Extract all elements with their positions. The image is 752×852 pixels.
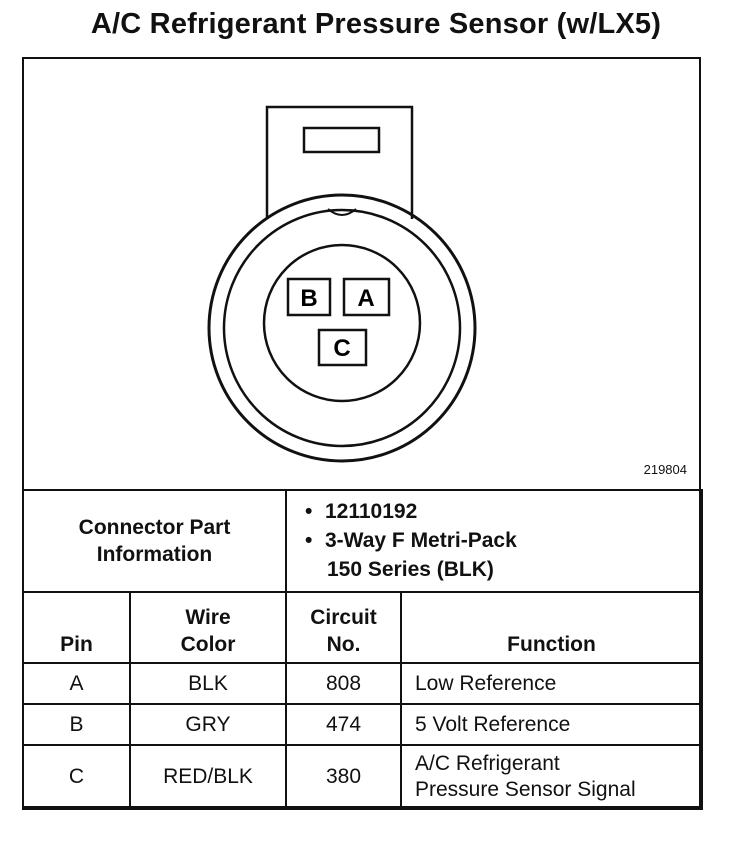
wire-color-cell: GRY bbox=[129, 703, 287, 746]
header-wire-color: Wire Color bbox=[129, 591, 287, 664]
header-pin: Pin bbox=[22, 591, 131, 664]
pin-c-label: C bbox=[333, 335, 350, 362]
connector-type-line2: 150 Series (BLK) bbox=[327, 558, 494, 581]
circuit-cell: 808 bbox=[285, 662, 402, 705]
pin-cell: C bbox=[22, 744, 131, 810]
connector-info-row: Connector Part Information • 12110192 • 3-… bbox=[22, 489, 703, 593]
header-function: Function bbox=[400, 591, 703, 664]
figure-number: 219804 bbox=[643, 462, 687, 477]
function-cell: Low Reference bbox=[400, 662, 703, 705]
part-number: 12110192 bbox=[325, 500, 418, 523]
table-row: A BLK 808 Low Reference bbox=[22, 662, 703, 705]
circuit-cell: 380 bbox=[285, 744, 402, 810]
diagram-title: A/C Refrigerant Pressure Sensor (w/LX5) bbox=[90, 8, 662, 40]
table-header-row: Pin Wire Color Circuit No. Function bbox=[22, 591, 703, 664]
connector-label-line1: Connector Part bbox=[78, 516, 231, 539]
locking-tab bbox=[265, 105, 414, 209]
circuit-cell: 474 bbox=[285, 703, 402, 746]
tab-window bbox=[302, 126, 381, 154]
table-row: C RED/BLK 380 A/C Refrigerant Pressure S… bbox=[22, 744, 703, 810]
pin-b-label: B bbox=[300, 285, 317, 312]
connector-info-value: • 12110192 • 3-Way F Metri-Pack 150 Series… bbox=[285, 489, 703, 593]
function-line1: A/C Refrigerant bbox=[415, 752, 560, 775]
function-cell: 5 Volt Reference bbox=[400, 703, 703, 746]
pin-a-cavity bbox=[342, 277, 391, 317]
key-notch bbox=[327, 208, 357, 216]
header-circuit-no: Circuit No. bbox=[285, 591, 402, 664]
wire-color-cell: BLK bbox=[129, 662, 287, 705]
pin-cell: A bbox=[22, 662, 131, 705]
pinout-table: Connector Part Information • 12110192 • 3-… bbox=[22, 489, 703, 810]
pin-cell: B bbox=[22, 703, 131, 746]
connector-frame: B A C 219804 Connector Part Information … bbox=[22, 57, 703, 810]
wire-color-cell: RED/BLK bbox=[129, 744, 287, 810]
bullet-2: • bbox=[305, 529, 313, 552]
bullet-1: • bbox=[305, 500, 313, 523]
pin-a-label: A bbox=[357, 285, 374, 312]
connector-face bbox=[262, 243, 422, 403]
connector-drawing: B A C bbox=[207, 105, 477, 463]
connector-info-label: Connector Part Information bbox=[22, 489, 287, 593]
function-cell: A/C Refrigerant Pressure Sensor Signal bbox=[400, 744, 703, 810]
connector-inner-ring bbox=[222, 208, 462, 448]
connector-figure: B A C 219804 bbox=[24, 59, 699, 489]
connector-label-line2: Information bbox=[96, 543, 213, 566]
pin-b-cavity bbox=[286, 277, 332, 317]
function-line2: Pressure Sensor Signal bbox=[415, 778, 636, 801]
table-row: B GRY 474 5 Volt Reference bbox=[22, 703, 703, 746]
connector-type-line1: 3-Way F Metri-Pack bbox=[325, 529, 517, 552]
pin-c-cavity bbox=[317, 328, 368, 367]
connector-outer-ring bbox=[207, 193, 477, 463]
